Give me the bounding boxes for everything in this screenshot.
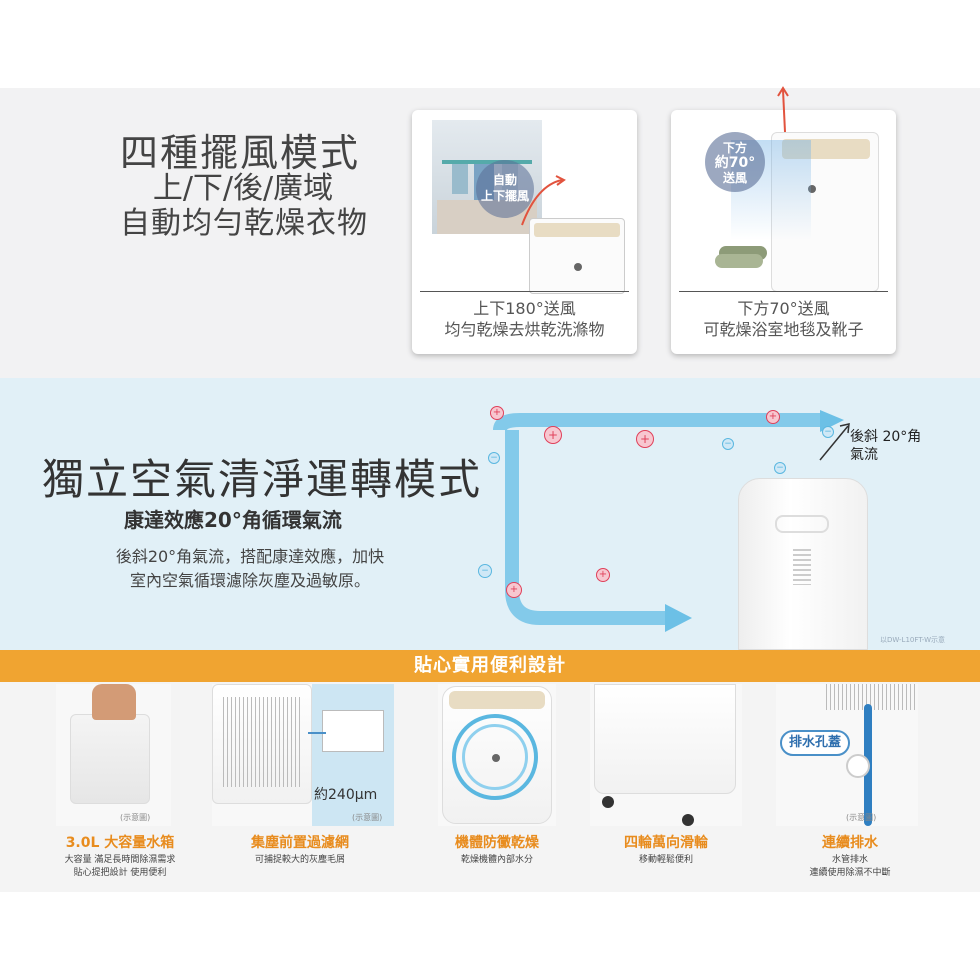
feature-desc: 大容量 滿足長時間除濕需求 貼心提把設計 使用便利 [20, 854, 220, 880]
desc-line: 連續使用除濕不中斷 [809, 868, 891, 878]
swing-mode-subtitle2: 自動均勻乾燥衣物 [120, 206, 368, 241]
mold-dry-image [438, 684, 556, 826]
card-caption: 均勻乾燥去烘乾洗滌物 [444, 320, 605, 339]
dehumidifier-image [771, 132, 879, 292]
swing-mode-subtitle: 上/下/後/廣域 [152, 171, 334, 206]
desc-line: 室內空氣循環濾除灰塵及過敏原。 [129, 571, 370, 590]
bubble-line: 約70° [714, 155, 756, 171]
bubble-line: 下方 [722, 141, 747, 155]
auto-swing-bubble: 自動 上下擺風 [476, 160, 534, 218]
swing-arrow-icon [521, 175, 566, 226]
desc-line: 貼心提把設計 使用便利 [73, 868, 167, 878]
minus-ion-icon: − [722, 438, 734, 450]
bubble-line: 上下擺風 [480, 189, 529, 203]
illustration-note: (示意圖) [846, 813, 877, 822]
plus-ion-icon: + [506, 582, 522, 598]
minus-ion-icon: − [488, 452, 500, 464]
note-line: 後斜 20°角 [850, 429, 922, 445]
slipper-icon [715, 254, 763, 268]
feature-title: 機體防黴乾燥 [455, 835, 539, 851]
feature-title: 四輪萬向滑輪 [624, 835, 708, 851]
plus-ion-icon: + [636, 430, 654, 448]
tilt-note: 後斜 20°角 氣流 [850, 428, 921, 464]
swing-mode-title: 四種擺風模式 [120, 131, 361, 175]
feature-desc: 水管排水 連續使用除濕不中斷 [760, 854, 940, 880]
bubble-line: 自動 [492, 173, 517, 187]
desc-line: 可捕捉較大的灰塵毛屑 [254, 855, 345, 865]
banner-title: 貼心實用便利設計 [414, 655, 566, 676]
plus-ion-icon: + [596, 568, 610, 582]
minus-ion-icon: − [822, 426, 834, 438]
tilt-arrow-icon [819, 423, 850, 461]
air-purify-title: 獨立空氣清淨運轉模式 [42, 455, 483, 504]
feature-title: 集塵前置過濾網 [251, 835, 349, 851]
card-caption: 下方70°送風 [737, 299, 830, 318]
water-tank-image [56, 684, 171, 826]
plus-ion-icon: + [544, 426, 562, 444]
down-70-bubble: 下方 約70° 送風 [705, 132, 765, 192]
filter-image [212, 684, 394, 826]
model-note: 以DW-L10FT-W示意 [880, 636, 946, 644]
wheels-image [590, 684, 742, 826]
feature-title: 3.0L 大容量水箱 [65, 835, 175, 851]
minus-ion-icon: − [478, 564, 492, 578]
feature-desc: 移動輕鬆便利 [576, 854, 756, 867]
desc-line: 移動輕鬆便利 [638, 855, 693, 865]
divider [420, 291, 629, 292]
desc-line: 後斜20°角氣流，搭配康達效應，加快 [115, 547, 385, 566]
mesh-size-label: 約240μm [314, 787, 378, 803]
desc-line: 大容量 滿足長時間除濕需求 [64, 855, 176, 865]
air-purify-desc: 後斜20°角氣流，搭配康達效應，加快 室內空氣循環濾除灰塵及過敏原。 [100, 545, 400, 593]
feature-desc: 乾燥機體內部水分 [397, 854, 597, 867]
divider [679, 291, 888, 292]
illustration-note: (示意圖) [120, 813, 151, 822]
dehumidifier-back-image [738, 478, 868, 650]
swing-card-updown: 自動 上下擺風 上下180°送風 均勻乾燥去烘乾洗滌物 [412, 110, 637, 354]
feature-title: 連續排水 [822, 835, 878, 851]
features-banner: 貼心實用便利設計 [0, 650, 980, 682]
particle-field: + + + + + + − − − − − [478, 404, 846, 604]
feature-desc: 可捕捉較大的灰塵毛屑 [200, 854, 400, 867]
card-caption: 可乾燥浴室地毯及靴子 [703, 320, 864, 339]
minus-ion-icon: − [774, 462, 786, 474]
bubble-line: 送風 [722, 171, 747, 185]
drain-cover-tag: 排水孔蓋 [780, 730, 850, 756]
desc-line: 乾燥機體內部水分 [460, 855, 533, 865]
plus-ion-icon: + [766, 410, 780, 424]
illustration-note: (示意圖) [352, 813, 383, 822]
note-line: 氣流 [850, 447, 878, 463]
up-arrow-icon [777, 86, 789, 133]
desc-line: 水管排水 [831, 855, 868, 865]
swing-card-down: 下方 約70° 送風 下方70°送風 可乾燥浴室地毯及靴子 [671, 86, 896, 354]
air-purify-subtitle: 康達效應20°角循環氣流 [124, 508, 342, 532]
plus-ion-icon: + [490, 406, 504, 420]
dehumidifier-image [529, 218, 625, 294]
card-caption: 上下180°送風 [473, 299, 576, 318]
